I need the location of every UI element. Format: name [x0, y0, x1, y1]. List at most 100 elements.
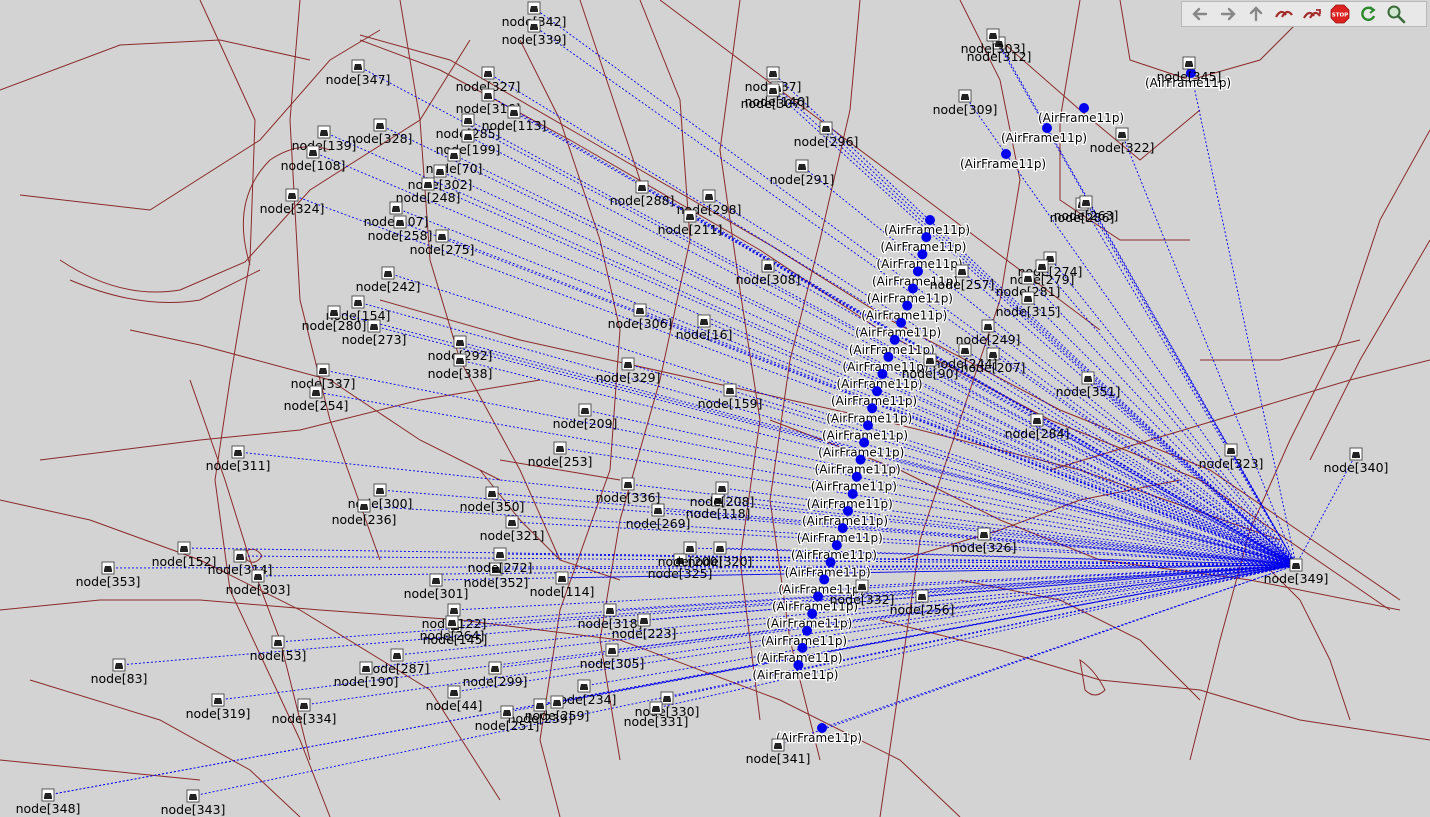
vehicle-node[interactable]: node[284]: [1005, 413, 1070, 441]
vehicle-node[interactable]: node[353]: [76, 561, 141, 589]
vehicle-node[interactable]: node[152]: [152, 541, 217, 569]
vehicle-node[interactable]: node[322]: [1090, 127, 1155, 155]
vehicle-node[interactable]: node[258]: [368, 215, 433, 243]
stop-button[interactable]: STOP: [1328, 3, 1352, 25]
vehicle-node[interactable]: node[108]: [281, 145, 346, 173]
vehicle-node[interactable]: node[311]: [206, 445, 271, 473]
vehicle-node[interactable]: node[190]: [334, 661, 399, 689]
vehicle-node[interactable]: node[316]: [456, 88, 521, 116]
vehicle-node[interactable]: node[325]: [648, 553, 713, 581]
run-fast-button[interactable]: [1272, 3, 1296, 25]
vehicle-node[interactable]: node[331]: [624, 701, 689, 729]
vehicle-node[interactable]: node[256]: [890, 589, 955, 617]
airframe-dot: [813, 591, 824, 602]
refresh-button[interactable]: [1356, 3, 1380, 25]
vehicle-node[interactable]: node[328]: [348, 118, 413, 146]
vehicle-node[interactable]: node[242]: [356, 266, 421, 294]
vehicle-node[interactable]: node[253]: [528, 441, 593, 469]
run-express-button[interactable]: [1300, 3, 1324, 25]
vehicle-node[interactable]: node[288]: [610, 180, 675, 208]
vehicle-node[interactable]: node[307]: [741, 83, 806, 111]
vehicle-node[interactable]: node[114]: [530, 571, 595, 599]
vehicle-node[interactable]: node[306]: [608, 303, 673, 331]
vehicle-node[interactable]: node[340]: [1324, 447, 1389, 475]
vehicle-node[interactable]: node[339]: [502, 19, 567, 47]
vehicle-node[interactable]: node[329]: [596, 357, 661, 385]
vehicle-node[interactable]: node[327]: [456, 66, 521, 94]
vehicle-node[interactable]: node[347]: [326, 59, 391, 87]
vehicle-node[interactable]: node[236]: [332, 499, 397, 527]
vehicle-node[interactable]: node[223]: [612, 613, 677, 641]
vehicle-node[interactable]: node[287]: [365, 648, 430, 676]
vehicle-node[interactable]: node[309]: [933, 89, 998, 117]
vehicle-node[interactable]: node[239]: [508, 698, 573, 726]
vehicle-node[interactable]: node[299]: [463, 661, 528, 689]
vehicle-node[interactable]: node[337]: [291, 363, 356, 391]
vehicle-node[interactable]: node[272]: [468, 547, 533, 575]
up-button[interactable]: [1244, 3, 1268, 25]
vehicle-node[interactable]: node[332]: [830, 579, 895, 607]
vehicle-node[interactable]: node[338]: [428, 353, 493, 381]
zoom-button[interactable]: [1384, 3, 1408, 25]
vehicle-node[interactable]: node[291]: [770, 159, 835, 187]
vehicle-node[interactable]: node[348]: [16, 788, 81, 816]
vehicle-node[interactable]: node[200]: [658, 541, 723, 569]
vehicle-node[interactable]: node[324]: [260, 188, 325, 216]
vehicle-node[interactable]: node[303]: [226, 569, 291, 597]
vehicle-node[interactable]: node[312]: [967, 36, 1032, 64]
vehicle-node[interactable]: node[249]: [956, 319, 1021, 347]
vehicle-node[interactable]: node[154]: [326, 295, 391, 323]
vehicle-node[interactable]: node[244]: [933, 343, 998, 371]
vehicle-node[interactable]: node[349]: [1264, 558, 1329, 586]
vehicle-node[interactable]: node[318]: [578, 603, 643, 631]
vehicle-node[interactable]: node[280]: [302, 305, 367, 333]
vehicle-node[interactable]: node[211]: [658, 209, 723, 237]
vehicle-node[interactable]: node[341]: [746, 738, 811, 766]
vehicle-node[interactable]: node[336]: [596, 477, 661, 505]
forward-button[interactable]: [1216, 3, 1240, 25]
vehicle-node[interactable]: node[248]: [396, 177, 461, 205]
vehicle-node[interactable]: node[118]: [686, 493, 751, 521]
vehicle-node[interactable]: node[83]: [91, 658, 148, 686]
vehicle-node[interactable]: node[269]: [626, 503, 691, 531]
vehicle-node[interactable]: node[90]: [902, 353, 959, 381]
vehicle-node[interactable]: node[257]: [930, 264, 995, 292]
vehicle-node[interactable]: node[275]: [410, 229, 475, 257]
back-button[interactable]: [1188, 3, 1212, 25]
vehicle-node[interactable]: node[281]: [996, 271, 1061, 299]
vehicle-node[interactable]: node[319]: [186, 693, 251, 721]
vehicle-node[interactable]: node[251]: [475, 705, 540, 733]
vehicle-node[interactable]: node[53]: [250, 635, 307, 663]
road-segment: [199, 0, 331, 817]
vehicle-node[interactable]: node[323]: [1199, 443, 1264, 471]
vehicle-node[interactable]: node[259]: [525, 695, 590, 723]
vehicle-node[interactable]: node[303]: [961, 28, 1026, 56]
vehicle-node[interactable]: node[308]: [736, 259, 801, 287]
vehicle-node[interactable]: node[264]: [420, 615, 485, 643]
vehicle-node[interactable]: node[343]: [161, 789, 226, 817]
vehicle-node[interactable]: node[320]: [688, 541, 753, 569]
vehicle-node[interactable]: node[16]: [676, 314, 733, 342]
vehicle-node[interactable]: node[351]: [1056, 371, 1121, 399]
vehicle-node[interactable]: node[321]: [480, 515, 545, 543]
vehicle-node[interactable]: node[305]: [580, 643, 645, 671]
vehicle-node[interactable]: node[234]: [552, 679, 617, 707]
vehicle-node[interactable]: node[208]: [690, 481, 755, 509]
vehicle-node[interactable]: node[159]: [698, 383, 763, 411]
vehicle-node[interactable]: node[44]: [426, 685, 483, 713]
vehicle-node[interactable]: node[273]: [342, 319, 407, 347]
vehicle-node[interactable]: node[334]: [272, 698, 337, 726]
vehicle-node[interactable]: node[209]: [553, 403, 618, 431]
vehicle-node[interactable]: node[254]: [284, 385, 349, 413]
vehicle-node[interactable]: node[345]: [1157, 56, 1222, 84]
vehicle-node[interactable]: node[352]: [464, 562, 529, 590]
vehicle-node[interactable]: node[350]: [460, 486, 525, 514]
vehicle-node[interactable]: node[263]: [1054, 195, 1119, 223]
vehicle-node[interactable]: node[301]: [404, 573, 469, 601]
vehicle-node[interactable]: node[296]: [794, 121, 859, 149]
vehicle-node[interactable]: node[113]: [482, 105, 547, 133]
vehicle-node[interactable]: node[315]: [996, 291, 1061, 319]
vehicle-node[interactable]: node[326]: [952, 527, 1017, 555]
vehicle-node[interactable]: node[207]: [961, 347, 1026, 375]
